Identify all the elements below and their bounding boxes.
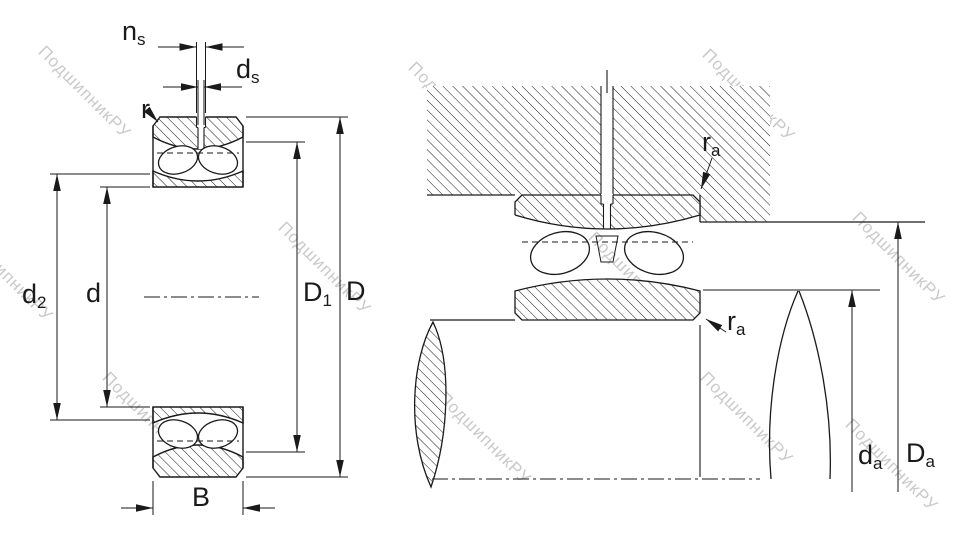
dimension-B xyxy=(121,481,275,515)
label-ds: ds xyxy=(236,54,260,87)
dimension-D xyxy=(246,116,348,478)
label-d2: d2 xyxy=(22,279,47,312)
oil-hole-lines xyxy=(600,70,614,195)
label-ra-bottom: ra xyxy=(727,306,746,339)
dimension-D1 xyxy=(246,141,305,453)
guide-ring xyxy=(595,235,619,263)
label-B: B xyxy=(192,482,211,512)
label-ns: ns xyxy=(122,16,146,49)
label-d: d xyxy=(86,278,102,308)
label-D1: D1 xyxy=(303,277,332,310)
label-D: D xyxy=(346,276,366,306)
dimension-da xyxy=(703,289,880,492)
ring-side-faces-top xyxy=(152,126,244,187)
label-r: r xyxy=(141,94,150,124)
shaft-shoulder-outline-right xyxy=(798,290,832,480)
label-da: da xyxy=(858,440,883,473)
dimension-d xyxy=(100,186,150,408)
right-mounted-view xyxy=(414,70,925,492)
dimension-ns xyxy=(158,42,244,113)
left-bearing-view xyxy=(50,42,348,515)
label-Da: Da xyxy=(906,438,935,471)
leader-ra-bottom xyxy=(705,318,727,333)
shaft-break-section xyxy=(414,320,447,489)
outer-ring-mounted xyxy=(514,194,701,230)
rollers-mounted xyxy=(529,230,685,276)
dimension-d2 xyxy=(50,173,150,421)
lubrication-hole xyxy=(198,121,204,149)
label-ra-top: ra xyxy=(702,127,721,160)
leader-r xyxy=(143,106,159,123)
leader-ra-top xyxy=(700,157,713,190)
inner-ring-mounted xyxy=(514,278,701,321)
ring-side-faces-bottom xyxy=(152,407,244,468)
shaft-shoulder-outline-left xyxy=(768,290,799,480)
dimension-ds xyxy=(163,80,242,125)
oil-hole xyxy=(601,84,613,196)
housing-section xyxy=(427,86,770,222)
outer-ring-bottom xyxy=(152,444,244,478)
